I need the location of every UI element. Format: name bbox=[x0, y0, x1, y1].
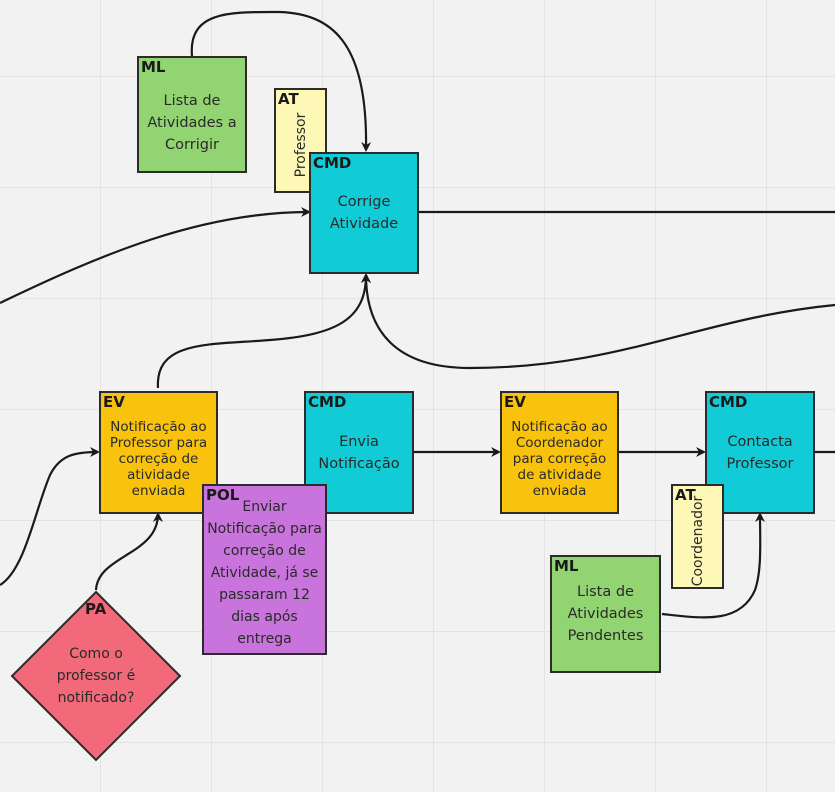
card-text: Envia Notificação bbox=[318, 433, 400, 472]
card-tag: EV bbox=[103, 393, 125, 411]
card-tag: CMD bbox=[709, 393, 748, 411]
card-text: Enviar Notificação para correção de Ativ… bbox=[207, 498, 322, 647]
card-tag: EV bbox=[504, 393, 526, 411]
connector-left-to-corrige bbox=[0, 207, 311, 304]
card-tag: POL bbox=[206, 486, 240, 504]
diamond-shape bbox=[10, 590, 182, 762]
ml-card-atividades-pendentes[interactable]: ML Lista de Atividades Pendentes bbox=[550, 555, 661, 673]
card-tag: ML bbox=[554, 557, 579, 575]
connector-pa-to-evprof bbox=[94, 512, 163, 591]
connector-left-to-evprof bbox=[0, 447, 100, 586]
cmd-card-corrige-atividade[interactable]: CMD Corrige Atividade bbox=[309, 152, 419, 274]
card-tag: ML bbox=[141, 58, 166, 76]
card-tag: AT bbox=[675, 486, 696, 504]
ev-card-notificacao-professor[interactable]: EV Notificação ao Professor para correçã… bbox=[99, 391, 218, 514]
card-text: Lista de Atividades a Corrigir bbox=[147, 92, 237, 153]
card-text: Como o professor é notificado? bbox=[56, 646, 136, 706]
card-tag: PA bbox=[85, 600, 107, 618]
card-text: Corrige Atividade bbox=[329, 194, 399, 232]
connector-right-to-corrige bbox=[361, 273, 835, 370]
diamond-text-box: Como o professor é notificado? bbox=[46, 640, 146, 712]
pol-card-enviar-notificacao[interactable]: POL Enviar Notificação para correção de … bbox=[202, 484, 327, 655]
card-text: Contacta Professor bbox=[726, 433, 794, 472]
card-text: Lista de Atividades Pendentes bbox=[567, 584, 644, 644]
ev-card-notificacao-coordenador[interactable]: EV Notificação ao Coordenador para corre… bbox=[500, 391, 619, 514]
connector-evprof-to-corrige bbox=[156, 273, 371, 389]
connector-mlpend-to-contacta bbox=[661, 512, 766, 619]
card-tag: CMD bbox=[308, 393, 347, 411]
ml-card-atividades-a-corrigir[interactable]: ML Lista de Atividades a Corrigir bbox=[137, 56, 247, 173]
card-text-rotated: Coordenador bbox=[689, 495, 706, 586]
card-tag: AT bbox=[278, 90, 299, 108]
at-card-coordenador[interactable]: AT Coordenador bbox=[671, 484, 724, 589]
card-text: Notificação ao Professor para correção d… bbox=[109, 418, 208, 499]
connector-ml-to-corrige bbox=[190, 10, 372, 152]
pa-diamond-como-notificado[interactable]: PA Como o professor é notificado? bbox=[10, 590, 182, 762]
card-text: Notificação ao Coordenador para correção… bbox=[511, 418, 608, 499]
card-text-rotated: Professor bbox=[292, 112, 309, 177]
card-tag: CMD bbox=[313, 154, 352, 172]
